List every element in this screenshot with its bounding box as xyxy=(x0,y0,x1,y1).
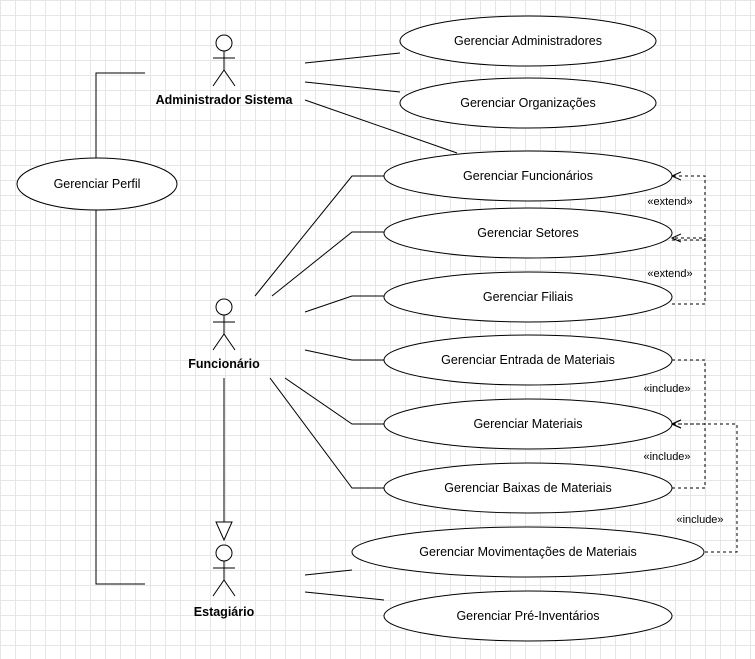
assoc-admin-administradores xyxy=(304,52,401,64)
stick-figure-icon xyxy=(212,298,236,351)
usecase-label: Gerenciar Administradores xyxy=(454,34,602,48)
actor-label: Estagiário xyxy=(194,605,255,619)
actor-label: Funcionário xyxy=(188,357,260,371)
extend-setores-funcionarios xyxy=(672,176,706,241)
stick-figure-icon xyxy=(212,34,236,87)
usecase-label: Gerenciar Organizações xyxy=(460,96,595,110)
usecase-label: Gerenciar Funcionários xyxy=(463,169,593,183)
assoc-func-setores xyxy=(271,231,384,297)
usecase-gerenciar-filiais[interactable]: Gerenciar Filiais xyxy=(383,271,673,323)
include-label-2: «include» xyxy=(643,451,690,463)
extend-label-2: «extend» xyxy=(647,268,692,280)
usecase-label: Gerenciar Perfil xyxy=(54,177,141,191)
stick-figure-icon xyxy=(212,544,236,597)
usecase-gerenciar-movimentacoes-materiais[interactable]: Gerenciar Movimentações de Materiais xyxy=(351,526,705,578)
usecase-label: Gerenciar Movimentações de Materiais xyxy=(419,545,636,559)
usecase-label: Gerenciar Setores xyxy=(477,226,578,240)
perfil-association-bracket xyxy=(95,72,145,585)
generalization-estagiario-funcionario xyxy=(215,378,233,542)
extend-label-1: «extend» xyxy=(647,196,692,208)
usecase-label: Gerenciar Pré-Inventários xyxy=(456,609,599,623)
assoc-func-materiais xyxy=(284,377,384,425)
actor-administrador-sistema[interactable]: Administrador Sistema xyxy=(156,34,294,107)
usecase-gerenciar-organizacoes[interactable]: Gerenciar Organizações xyxy=(399,77,657,129)
include-movimentacoes-materiais xyxy=(672,424,738,553)
actor-estagiario[interactable]: Estagiário xyxy=(194,544,255,619)
usecase-label: Gerenciar Entrada de Materiais xyxy=(441,353,615,367)
usecase-gerenciar-materiais[interactable]: Gerenciar Materiais xyxy=(383,398,673,450)
assoc-admin-funcionarios xyxy=(304,99,458,154)
assoc-func-entrada xyxy=(304,349,384,361)
assoc-func-funcionarios xyxy=(254,175,384,297)
usecase-gerenciar-entrada-materiais[interactable]: Gerenciar Entrada de Materiais xyxy=(383,334,673,386)
assoc-func-filiais xyxy=(304,295,384,313)
usecase-label: Gerenciar Materiais xyxy=(473,417,582,431)
usecase-gerenciar-setores[interactable]: Gerenciar Setores xyxy=(383,207,673,259)
assoc-func-baixas xyxy=(269,377,384,489)
assoc-estag-preinventarios xyxy=(304,591,385,601)
actor-funcionario[interactable]: Funcionário xyxy=(188,298,260,371)
usecase-label: Gerenciar Filiais xyxy=(483,290,573,304)
usecase-gerenciar-administradores[interactable]: Gerenciar Administradores xyxy=(399,15,657,67)
usecase-gerenciar-funcionarios[interactable]: Gerenciar Funcionários xyxy=(383,150,673,202)
assoc-admin-organizacoes xyxy=(304,81,401,93)
usecase-gerenciar-baixas-materiais[interactable]: Gerenciar Baixas de Materiais xyxy=(383,462,673,514)
include-label-3: «include» xyxy=(676,514,723,526)
usecase-gerenciar-perfil[interactable]: Gerenciar Perfil xyxy=(16,157,178,211)
actor-label: Administrador Sistema xyxy=(156,93,294,107)
usecase-gerenciar-preinventarios[interactable]: Gerenciar Pré-Inventários xyxy=(383,590,673,642)
usecase-label: Gerenciar Baixas de Materiais xyxy=(444,481,611,495)
extend-filiais-setores xyxy=(672,238,706,305)
include-label-1: «include» xyxy=(643,383,690,395)
assoc-estag-movimentacoes xyxy=(304,569,353,576)
